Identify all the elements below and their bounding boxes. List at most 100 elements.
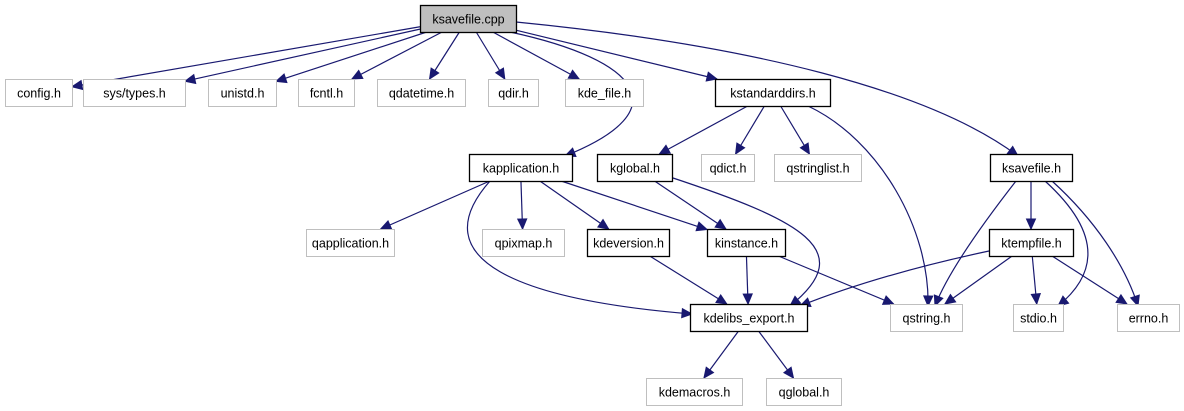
edge-kstandarddirs-h-to-qstring-h [807, 105, 929, 307]
node-box [989, 153, 1074, 183]
node-box [988, 228, 1075, 258]
edge-ksavefile-h-to-errno-h [1051, 180, 1139, 307]
edge-kglobal-h-to-kinstance-h-arrowhead [714, 218, 727, 230]
node-box [689, 303, 809, 333]
edge-ktempfile-h-to-errno-h-arrowhead [1115, 293, 1128, 305]
node-box [208, 79, 277, 107]
node-label: unistd.h [221, 87, 265, 101]
edge-kglobal-h-to-kinstance-h [654, 180, 727, 230]
node-label: qdatetime.h [389, 87, 454, 101]
node-kapplication-h[interactable]: kapplication.h [468, 153, 574, 183]
node-label: qstringlist.h [786, 162, 849, 176]
node-box [5, 79, 73, 107]
edge-kapplication-h-to-kdeversion-h [539, 180, 609, 230]
node-label: errno.h [1129, 312, 1169, 326]
node-box [586, 228, 671, 258]
edge-ksavefile-cpp-to-kde-file-h-arrowhead [567, 69, 581, 80]
edge-kdeversion-h-to-kdelibs-export-h-arrowhead [715, 293, 728, 305]
node-label: qapplication.h [312, 237, 389, 251]
node-kdemacros-h: kdemacros.h [646, 378, 743, 406]
node-qdict-h: qdict.h [701, 154, 755, 182]
node-sys-types-h: sys/types.h [83, 79, 186, 107]
edge-ksavefile-h-to-qstring-h-arrowhead [933, 294, 944, 308]
edge-ksavefile-cpp-to-config-h [71, 26, 421, 88]
node-label: fcntl.h [310, 87, 343, 101]
node-kglobal-h[interactable]: kglobal.h [596, 153, 674, 183]
edge-kglobal-h-to-kdelibs-export-h [669, 176, 821, 307]
edge-ksavefile-cpp-to-ksavefile-h [515, 21, 1019, 157]
node-label: kdemacros.h [659, 386, 731, 400]
node-box [706, 228, 787, 258]
node-qdatetime-h: qdatetime.h [377, 79, 466, 107]
node-ktempfile-h[interactable]: ktempfile.h [988, 228, 1075, 258]
node-label: ksavefile.cpp [432, 13, 504, 27]
node-qapplication-h: qapplication.h [306, 229, 395, 257]
node-fcntl-h: fcntl.h [298, 79, 355, 107]
edge-kstandarddirs-h-to-qstringlist-h-arrowhead [799, 142, 811, 156]
edge-ktempfile-h-to-qstring-h-arrowhead [943, 293, 957, 305]
node-box [1117, 304, 1180, 332]
edge-ksavefile-cpp-to-kstandarddirs-h [515, 29, 718, 80]
node-label: config.h [17, 87, 61, 101]
edges-layer [70, 21, 1140, 379]
node-kstandarddirs-h[interactable]: kstandarddirs.h [714, 78, 832, 108]
node-label: qglobal.h [779, 386, 830, 400]
node-box [890, 304, 963, 332]
node-box [774, 154, 862, 182]
edge-kinstance-h-to-qstring-h [778, 255, 894, 305]
node-box [468, 153, 574, 183]
edge-ksavefile-cpp-to-sys-types-h [184, 28, 421, 82]
node-box [596, 153, 674, 183]
edge-ksavefile-h-to-ktempfile-h-arrowhead [1025, 218, 1037, 231]
node-kdeversion-h[interactable]: kdeversion.h [586, 228, 671, 258]
node-box [1013, 304, 1064, 332]
node-box [83, 79, 186, 107]
node-label: kstandarddirs.h [730, 87, 816, 101]
node-label: kapplication.h [483, 162, 559, 176]
node-kdelibs-export-h[interactable]: kdelibs_export.h [689, 303, 809, 333]
edge-kapplication-h-to-kinstance-h [560, 180, 708, 231]
edge-ksavefile-cpp-to-unistd-h-arrowhead [274, 73, 288, 84]
edge-ksavefile-h-to-stdio-h [1044, 180, 1089, 307]
edge-ktempfile-h-to-stdio-h-arrowhead [1030, 293, 1042, 306]
edge-ksavefile-cpp-to-kde-file-h [492, 31, 580, 80]
node-label: qdir.h [498, 87, 529, 101]
edge-ktempfile-h-to-kdelibs-export-h [799, 250, 990, 307]
node-box [701, 154, 755, 182]
node-box [306, 229, 395, 257]
edge-kstandarddirs-h-to-qstring-h-arrowhead [923, 295, 934, 308]
edge-ksavefile-cpp-to-fcntl-h-arrowhead [350, 69, 364, 80]
edge-ksavefile-cpp-to-fcntl-h [351, 31, 443, 80]
edge-kstandarddirs-h-to-kglobal-h-arrowhead [658, 144, 672, 155]
edge-kinstance-h-to-kdelibs-export-h-arrowhead [742, 293, 753, 306]
edge-kapplication-h-to-qpixmap-h-arrowhead [516, 218, 528, 231]
edge-kdelibs-export-h-to-qglobal-h-arrowhead [782, 366, 795, 379]
nodes-layer: ksavefile.cpp config.h sys/types.h unistd.h… [5, 4, 1180, 406]
node-box [646, 378, 743, 406]
node-qstringlist-h: qstringlist.h [774, 154, 862, 182]
node-box [488, 79, 539, 107]
node-box [565, 79, 644, 107]
edge-kapplication-h-to-qapplication-h-arrowhead [379, 219, 393, 230]
node-label: qstring.h [903, 312, 951, 326]
node-box [419, 4, 518, 34]
node-qglobal-h: qglobal.h [766, 378, 842, 406]
edge-ksavefile-h-to-errno-h-arrowhead [1129, 294, 1140, 308]
node-ksavefile-cpp[interactable]: ksavefile.cpp [419, 4, 518, 34]
node-errno-h: errno.h [1117, 304, 1180, 332]
node-config-h: config.h [5, 79, 73, 107]
node-qpixmap-h: qpixmap.h [482, 229, 565, 257]
node-stdio-h: stdio.h [1013, 304, 1064, 332]
node-unistd-h: unistd.h [208, 79, 277, 107]
edge-ksavefile-cpp-to-sys-types-h-arrowhead [183, 73, 197, 85]
edge-ktempfile-h-to-errno-h [1051, 255, 1128, 305]
node-kinstance-h[interactable]: kinstance.h [706, 228, 787, 258]
node-ksavefile-h[interactable]: ksavefile.h [989, 153, 1074, 183]
edge-kdelibs-export-h-to-kdemacros-h-arrowhead [703, 366, 715, 379]
node-label: kdeversion.h [593, 237, 664, 251]
node-qdir-h: qdir.h [488, 79, 539, 107]
edge-kapplication-h-to-kdelibs-export-h-arrowhead [681, 307, 694, 319]
node-label: qpixmap.h [495, 237, 553, 251]
node-label: ktempfile.h [1001, 237, 1061, 251]
